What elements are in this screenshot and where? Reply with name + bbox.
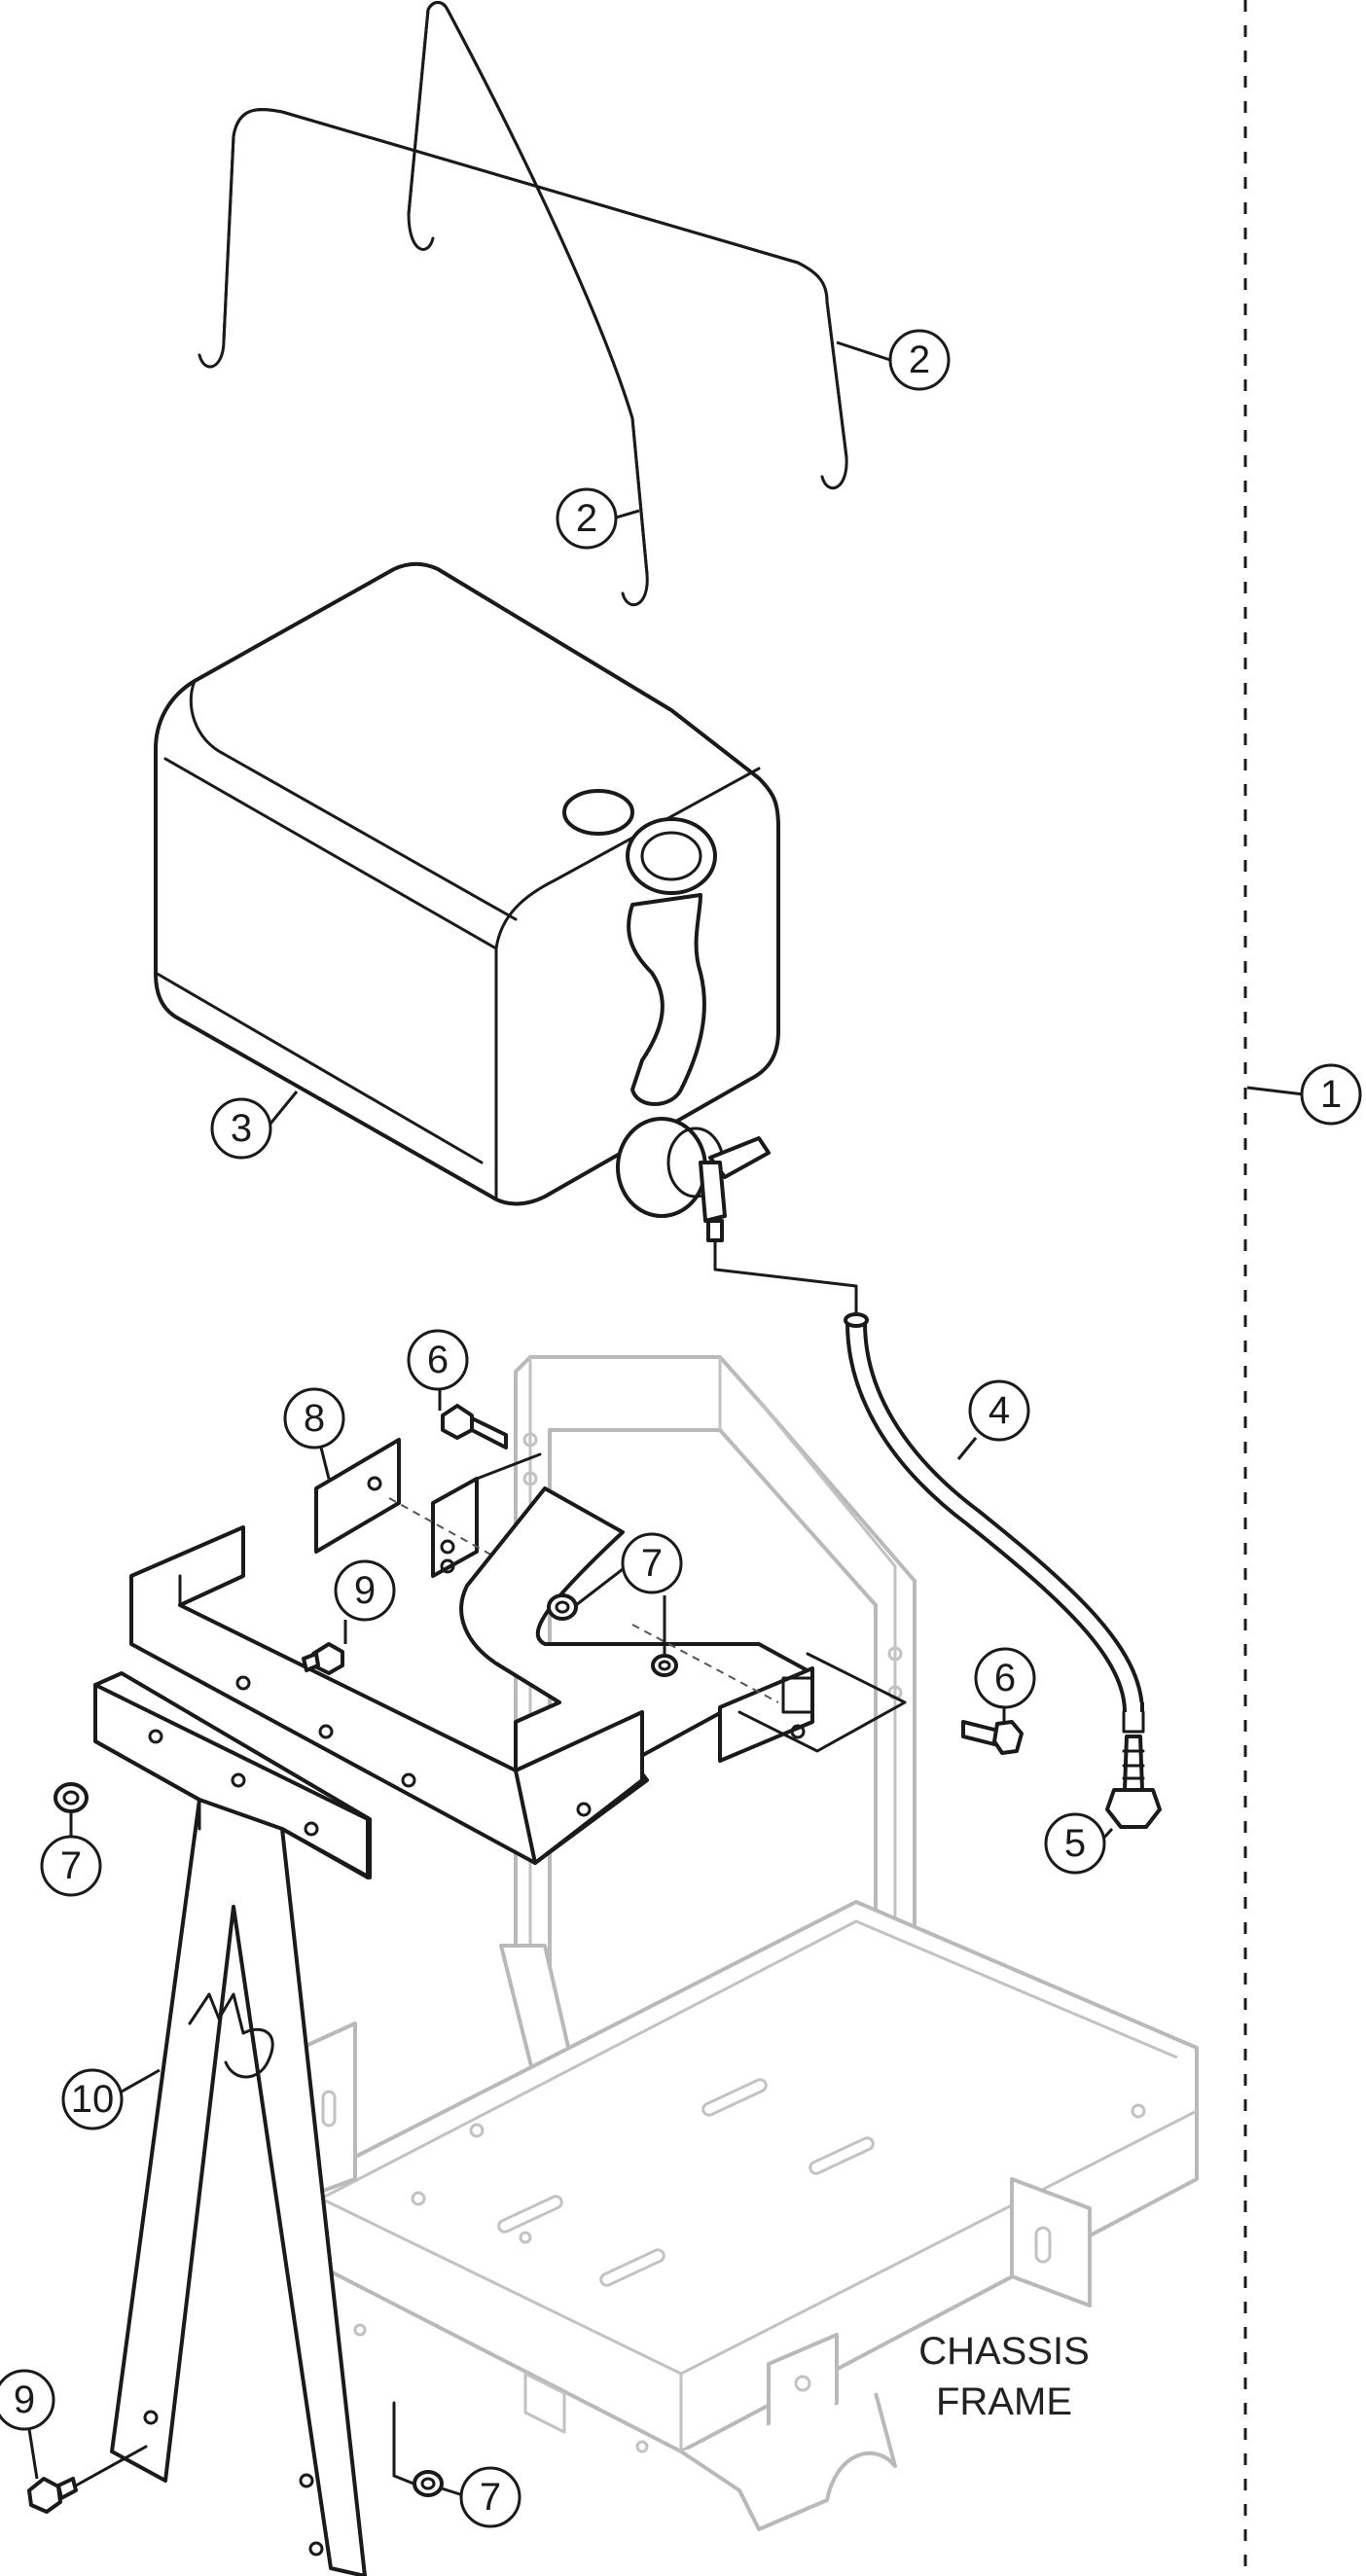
water-tank [154,561,780,1242]
callout-7-bottom: 7 [459,2466,521,2528]
nut-7-plate [547,1593,578,1621]
callout-10: 10 [61,2068,124,2130]
chassis-frame-label: CHASSIS FRAME [918,2330,1090,2423]
bolt-6-right [961,1720,1024,1755]
svg-text:1: 1 [1320,1073,1342,1116]
svg-text:FRAME: FRAME [936,2380,1072,2423]
svg-text:6: 6 [427,1339,449,1381]
callout-2-middle: 2 [556,487,618,550]
svg-text:7: 7 [641,1542,663,1585]
svg-text:6: 6 [994,1657,1016,1699]
hose [713,1238,1145,1734]
bungee-straps [198,1,848,606]
callout-9-middle: 9 [334,1559,396,1622]
hose-barb-fitting [1105,1735,1162,1829]
nut-7-bottom [392,2401,444,2497]
mounting-plate [314,1438,565,1596]
chassis-frame [300,1355,1199,2531]
brand-logo-mark [188,1992,274,2079]
bolt-9-bottom [27,2445,148,2514]
callout-9-bottom: 9 [0,2369,55,2431]
svg-text:3: 3 [231,1107,252,1150]
svg-text:7: 7 [480,2476,501,2519]
callout-4: 4 [968,1379,1030,1442]
callout-2-right: 2 [888,329,951,391]
svg-text:10: 10 [71,2078,115,2121]
callout-3: 3 [210,1097,272,1160]
bolt-9-middle [302,1642,344,1675]
callout-6-upper: 6 [407,1329,469,1391]
u-bracket-tray [93,1486,907,1879]
svg-text:4: 4 [989,1389,1010,1432]
svg-text:2: 2 [576,497,597,540]
callout-8: 8 [283,1387,345,1449]
callout-6-right: 6 [974,1647,1036,1709]
svg-text:9: 9 [354,1569,376,1612]
callout-7-left: 7 [40,1835,102,1897]
svg-text:CHASSIS: CHASSIS [918,2330,1090,2373]
svg-text:9: 9 [14,2379,35,2421]
nut-7-tray [651,1654,678,1677]
svg-text:7: 7 [60,1844,82,1887]
svg-text:2: 2 [909,339,930,381]
callout-5: 5 [1044,1812,1106,1875]
svg-text:8: 8 [304,1397,325,1440]
svg-text:5: 5 [1064,1822,1086,1865]
nut-7-left [54,1782,89,1813]
bolt-6-upper [441,1404,508,1449]
callout-7-plate: 7 [621,1532,683,1594]
callout-1: 1 [1300,1063,1362,1126]
